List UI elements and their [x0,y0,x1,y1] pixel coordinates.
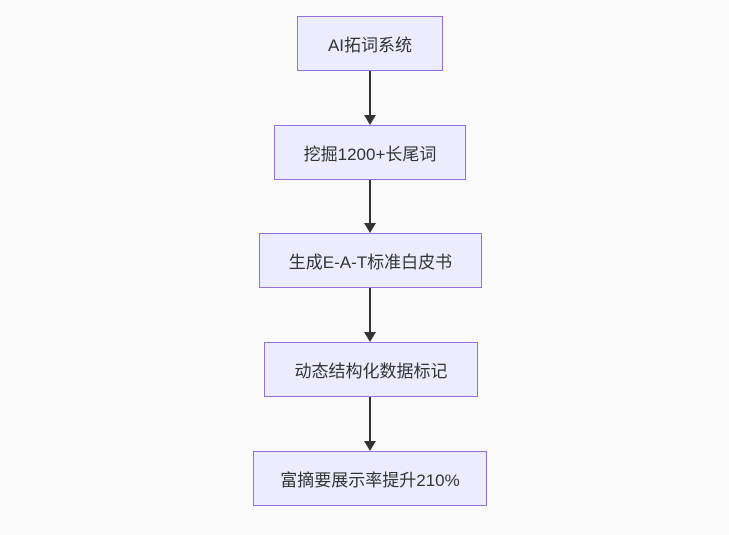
flow-edge-b-c [364,180,376,233]
flow-node-eat-whitepaper: 生成E-A-T标准白皮书 [259,233,482,288]
flow-edge-a-b [364,71,376,125]
edge-line [369,71,371,117]
edge-line [369,288,371,334]
flow-edge-c-d [364,288,376,342]
arrow-down-icon [364,115,376,125]
flow-node-longtail-mining: 挖掘1200+长尾词 [274,125,466,180]
flow-node-rich-snippet-result: 富摘要展示率提升210% [253,451,487,506]
flow-node-structured-data-markup: 动态结构化数据标记 [264,342,478,397]
flow-node-ai-keyword-system: AI拓词系统 [297,16,443,71]
edge-line [369,397,371,443]
arrow-down-icon [364,332,376,342]
flow-edge-d-e [364,397,376,451]
arrow-down-icon [364,223,376,233]
edge-line [369,180,371,225]
arrow-down-icon [364,441,376,451]
